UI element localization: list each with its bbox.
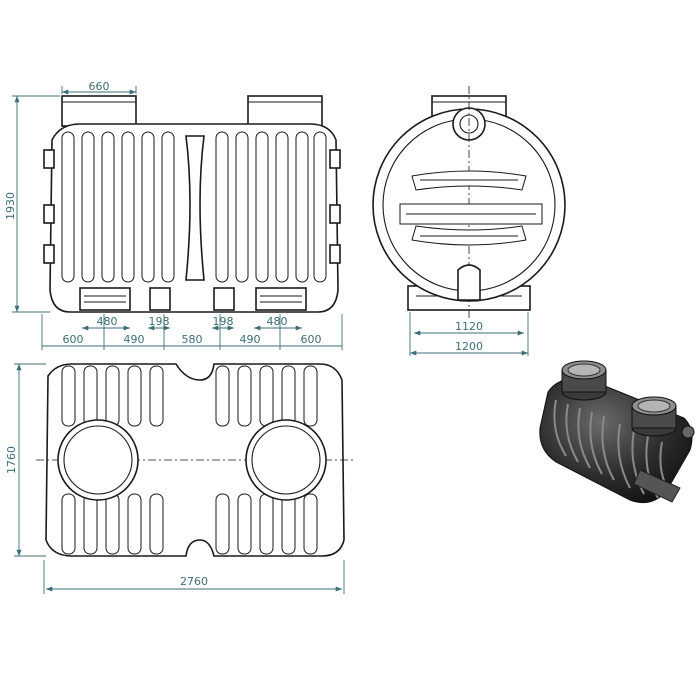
side-ribs: [61, 131, 327, 283]
dim-inner-width: 1120: [455, 320, 483, 333]
dim-seg-5: 600: [301, 333, 322, 346]
end-bottom-drain: [457, 264, 481, 301]
top-left-opening: [57, 419, 139, 501]
dim-top-width: 1760: [5, 446, 18, 474]
dim-inner-b: 198: [149, 315, 170, 328]
dim-outer-width: 1200: [455, 340, 483, 353]
dim-inner-a: 480: [97, 315, 118, 328]
top-right-opening: [245, 419, 327, 501]
dim-height: 1930: [4, 192, 17, 220]
dim-seg-2: 490: [124, 333, 145, 346]
top-view: 1760 2760: [5, 363, 354, 594]
dim-seg-1: 600: [63, 333, 84, 346]
dim-seg-3: 580: [182, 333, 203, 346]
side-divider: [185, 135, 205, 281]
right-neck: [247, 95, 323, 127]
dim-inner-c: 198: [213, 315, 234, 328]
dim-inner-d: 480: [267, 315, 288, 328]
side-view: 660 1930 480 198 198 480 600 490 580 490…: [4, 80, 343, 350]
dim-top-width: 660: [89, 80, 110, 93]
tank-3d-render: [539, 360, 695, 504]
left-neck: [61, 95, 137, 127]
end-view: 1120 1200: [372, 86, 566, 356]
dim-top-length: 2760: [180, 575, 208, 588]
dim-seg-4: 490: [240, 333, 261, 346]
